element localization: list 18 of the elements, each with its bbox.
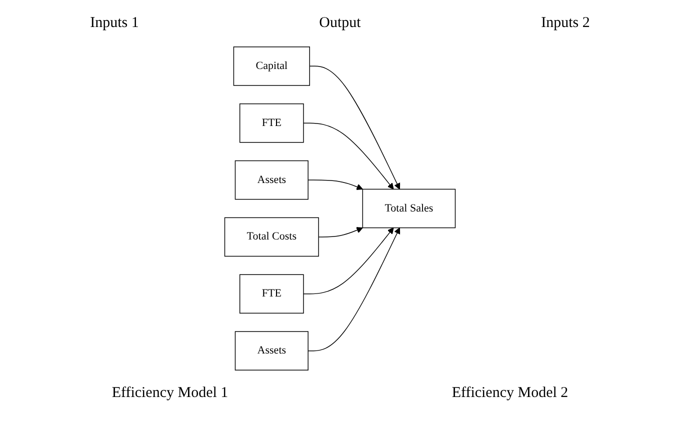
arrow [303,227,394,294]
node-box: Capital [233,46,310,86]
node-box: Total Costs [224,216,319,256]
column-heading: Inputs 1 [90,14,139,32]
arrow [309,65,400,189]
node-box: FTE [239,102,304,142]
column-heading: Output [319,14,361,32]
node-box: FTE [239,274,304,314]
column-heading: Inputs 2 [541,14,590,32]
model-label: Efficiency Model 1 [112,384,228,402]
model-label: Efficiency Model 2 [452,384,568,402]
node-box: Assets [234,330,308,370]
node-box: Total Sales [362,188,456,228]
node-box: Assets [234,160,308,200]
arrow [318,226,363,237]
arrow [303,122,394,189]
arrow [308,227,400,351]
arrow [308,179,363,190]
